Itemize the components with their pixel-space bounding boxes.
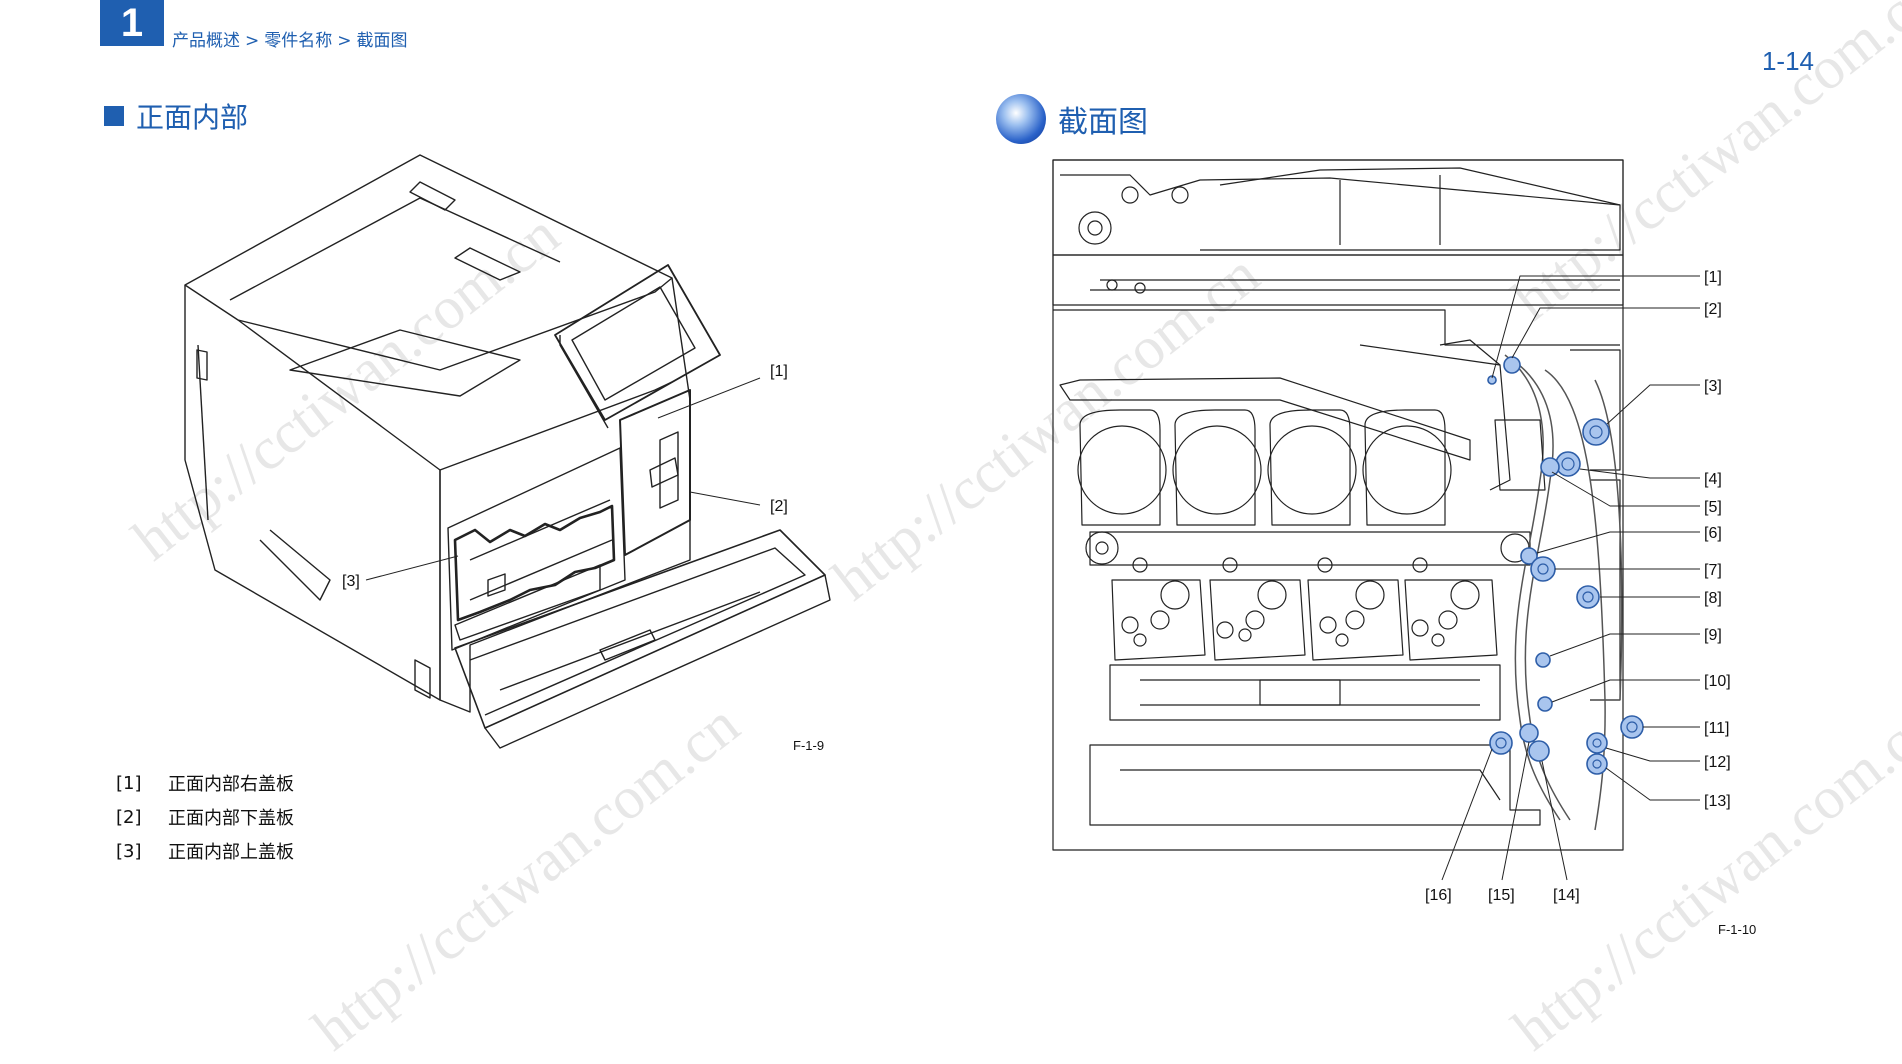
callout-label: [15]	[1488, 887, 1515, 904]
figure-label: F-1-10	[1718, 922, 1757, 937]
callout-label: [3]	[342, 573, 360, 590]
section-title: 正面内部	[136, 101, 249, 134]
callout-label: [6]	[1704, 525, 1722, 542]
legend-row: [3] 正面内部上盖板	[116, 834, 294, 868]
callout-label: [9]	[1704, 627, 1722, 644]
breadcrumb: 产品概述>零件名称>截面图	[172, 26, 408, 51]
section-heading-front-interior: 正面内部	[104, 96, 248, 136]
callout-label: [8]	[1704, 590, 1722, 607]
square-bullet-icon	[104, 106, 124, 126]
callout-label: [13]	[1704, 793, 1731, 810]
parts-legend: [1] 正面内部右盖板 [2] 正面内部下盖板 [3] 正面内部上盖板	[116, 766, 294, 868]
legend-number: [1]	[116, 772, 142, 794]
roller-markers	[1487, 356, 1644, 775]
callout-label: [14]	[1553, 887, 1580, 904]
legend-text: 正面内部右盖板	[168, 774, 294, 795]
callout-label: [3]	[1704, 378, 1722, 395]
callout-label: [11]	[1704, 720, 1730, 737]
breadcrumb-item[interactable]: 产品概述	[172, 31, 240, 51]
page-number: 1-14	[1761, 46, 1814, 76]
legend-row: [2] 正面内部下盖板	[116, 800, 294, 834]
callout-label: [16]	[1425, 887, 1452, 904]
front-interior-illustration: [1] [2] [3]	[184, 154, 831, 749]
legend-text: 正面内部上盖板	[168, 842, 294, 863]
section-title: 截面图	[1058, 105, 1148, 140]
legend-text: 正面内部下盖板	[168, 808, 294, 829]
callout-label: [10]	[1704, 673, 1731, 690]
cross-section-illustration: [1] [2] [3] [4] [5] [6] [7] [8] [9] [10]…	[1052, 159, 1731, 904]
callout-label: [7]	[1704, 562, 1722, 579]
breadcrumb-separator: >	[337, 31, 352, 51]
callout-label: [12]	[1704, 754, 1731, 771]
blue-sphere-icon	[996, 94, 1046, 144]
callout-label: [5]	[1704, 499, 1722, 516]
legend-row: [1] 正面内部右盖板	[116, 766, 294, 800]
callout-label: [4]	[1704, 471, 1722, 488]
callout-label: [2]	[770, 498, 788, 515]
breadcrumb-separator: >	[245, 31, 260, 51]
chapter-number-badge: 1	[100, 0, 164, 46]
breadcrumb-item[interactable]: 零件名称	[264, 31, 333, 51]
legend-number: [2]	[116, 806, 142, 828]
breadcrumb-item: 截面图	[356, 31, 408, 51]
legend-number: [3]	[116, 840, 142, 862]
toner-cartridges	[1077, 409, 1452, 526]
callout-label: [1]	[1704, 269, 1722, 286]
section-heading-cross-section: 截面图	[996, 94, 1148, 144]
figure-label: F-1-9	[793, 738, 825, 753]
callout-label: [1]	[770, 363, 788, 380]
drum-units	[1111, 579, 1498, 661]
callout-label: [2]	[1704, 301, 1722, 318]
